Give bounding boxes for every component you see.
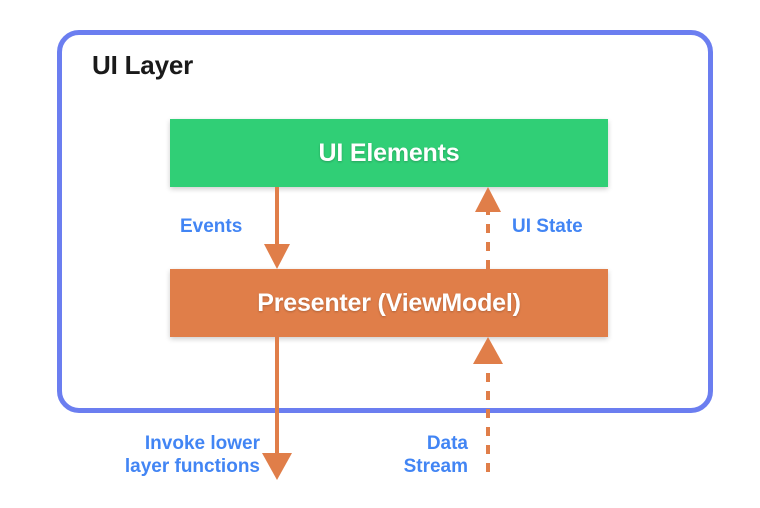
connector-label-events: Events (180, 216, 243, 237)
connector-label-invoke-lower: Invoke lower layer functions (124, 433, 260, 477)
block-ui-elements-label: UI Elements (318, 138, 460, 167)
connector-label-ui-state: UI State (512, 216, 583, 237)
connector-label-data-stream: Data Stream (403, 433, 468, 477)
ui-layer-container (57, 30, 713, 413)
block-ui-elements: UI Elements (170, 119, 608, 187)
page-title: UI Layer (92, 50, 194, 80)
block-presenter: Presenter (ViewModel) (170, 269, 608, 337)
block-presenter-label: Presenter (ViewModel) (257, 288, 521, 317)
